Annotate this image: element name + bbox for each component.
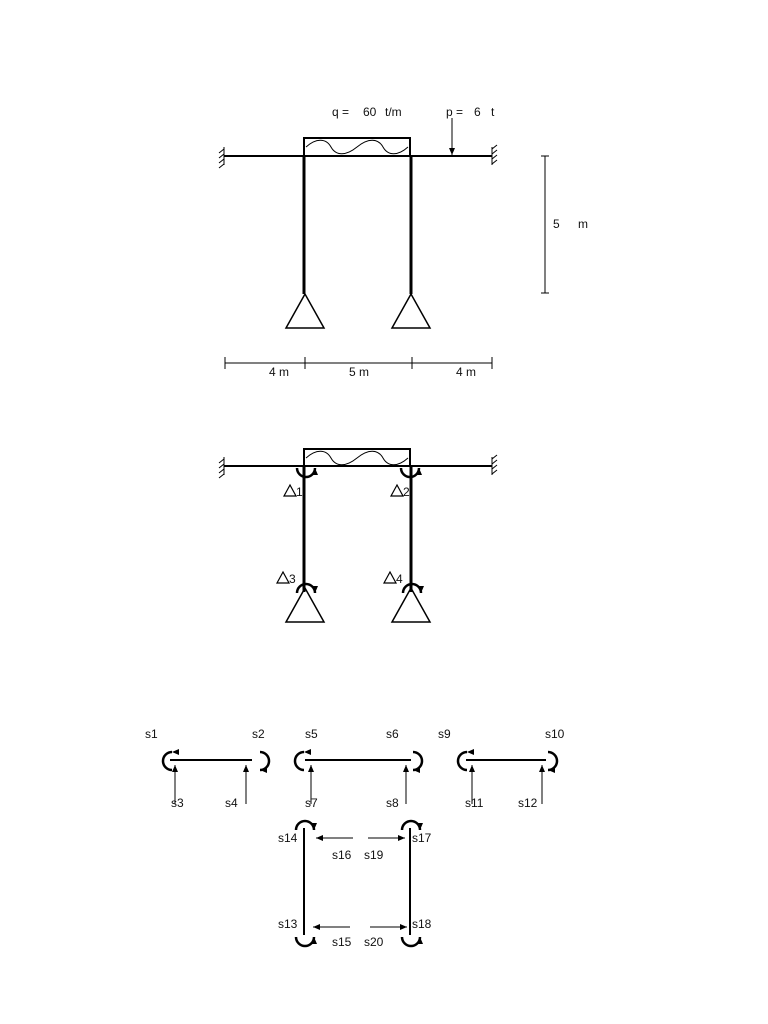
delta-1-label: 1 [296,485,303,499]
moment-s17-icon [400,819,423,831]
p-unit: t [491,105,495,119]
span-right-label: 4 m [456,365,476,379]
moment-s6-icon [412,750,424,773]
frame2-pin-support-right [390,586,432,623]
label-s5: s5 [305,727,318,741]
moment-s18-icon [400,936,423,948]
rotation-arc-3-icon [295,582,318,594]
loaded-frame [218,118,549,369]
delta-2-icon [389,483,405,497]
delta-3-label: 3 [289,572,296,586]
span-middle-label: 5 m [349,365,369,379]
frame1-pin-support-right [390,292,432,329]
frame1-distributed-load-box [303,137,411,157]
label-s8: s8 [386,796,399,810]
delta-1-icon [282,483,298,497]
height-value: 5 [553,217,560,231]
delta-4-icon [382,570,398,584]
height-unit: m [578,217,588,231]
label-s1: s1 [145,727,158,741]
span-left-label: 4 m [269,365,289,379]
frame2-fixed-support-left [218,457,225,479]
frame1-pin-support-left [284,292,326,329]
q-value: 60 [363,105,377,119]
rotation-arc-2-icon [399,467,422,479]
displacement-frame [218,448,498,623]
moment-s1-icon [161,748,180,772]
delta-2-label: 2 [403,485,410,499]
rotation-arc-1-icon [295,467,318,479]
p-value: 6 [474,105,481,119]
label-s6: s6 [386,727,399,741]
member-free-bodies [161,748,559,948]
label-s20: s20 [364,935,384,949]
label-s4: s4 [225,796,238,810]
label-s18: s18 [412,917,432,931]
moment-s5-icon [293,748,312,772]
frame2-pin-support-left [284,586,326,623]
moment-s9-icon [456,748,475,772]
frame2-distributed-load-wave [305,450,409,466]
label-s16: s16 [332,848,352,862]
delta-3-icon [275,570,291,584]
q-label: q = [332,105,349,119]
frame1-fixed-support-left [218,147,225,169]
label-s15: s15 [332,935,352,949]
delta-4-label: 4 [396,572,403,586]
frame1-distributed-load-wave [305,139,409,155]
label-s9: s9 [438,727,451,741]
label-s13: s13 [278,917,298,931]
label-s14: s14 [278,831,298,845]
p-label: p = [446,105,463,119]
frame2-fixed-support-right [491,454,498,475]
moment-s10-icon [547,750,559,773]
label-s3: s3 [171,796,184,810]
label-s10: s10 [545,727,565,741]
label-s17: s17 [412,831,432,845]
label-s2: s2 [252,727,265,741]
label-s7: s7 [305,796,318,810]
frame2-distributed-load-box [303,448,411,467]
label-s11: s11 [465,796,484,810]
q-unit: t/m [385,105,402,119]
rotation-arc-4-icon [401,582,424,594]
moment-s13-icon [294,936,317,948]
label-s12: s12 [518,796,538,810]
frame1-fixed-support-right [491,144,498,165]
moment-s14-icon [294,819,317,831]
label-s19: s19 [364,848,384,862]
moment-s2-icon [259,750,271,773]
